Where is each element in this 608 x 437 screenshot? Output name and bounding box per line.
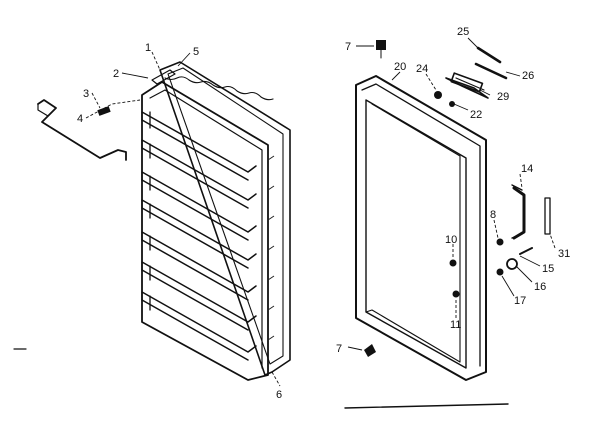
trim-strips: [474, 46, 508, 80]
callout-16: 16: [534, 281, 546, 293]
callout-1: 1: [145, 42, 151, 54]
outer-door-panel: [355, 75, 487, 381]
handle-rod: [544, 197, 551, 235]
callout-24: 24: [416, 63, 428, 75]
callout-17: 17: [514, 295, 526, 307]
callout-2: 2: [113, 68, 119, 80]
callout-4: 4: [77, 113, 83, 125]
callout-7-bottom: 7: [336, 343, 342, 355]
door-rod: [37, 99, 127, 161]
callout-3: 3: [83, 88, 89, 100]
callout-20: 20: [394, 61, 406, 73]
small-hardware: [449, 238, 533, 298]
callout-7-top: 7: [345, 41, 351, 53]
callout-15: 15: [542, 263, 554, 275]
callout-26: 26: [522, 70, 534, 82]
hinge-pin-bottom: [364, 344, 376, 357]
screw-part-3: [97, 106, 111, 116]
top-hinge-parts: [434, 72, 489, 107]
door-liner-assembly: [141, 61, 291, 381]
callout-11: 11: [450, 319, 461, 331]
callout-6: 6: [276, 389, 282, 401]
hinge-pin-top: [376, 40, 386, 59]
callout-14: 14: [521, 163, 533, 175]
callout-25: 25: [457, 26, 469, 38]
callout-29: 29: [497, 91, 509, 103]
door-handle: [511, 184, 526, 240]
callout-8: 8: [490, 209, 496, 221]
callout-10: 10: [445, 234, 457, 246]
callout-22: 22: [470, 109, 482, 121]
door-shelves: [141, 111, 257, 361]
callout-31: 31: [558, 248, 570, 260]
callout-5: 5: [193, 46, 199, 58]
